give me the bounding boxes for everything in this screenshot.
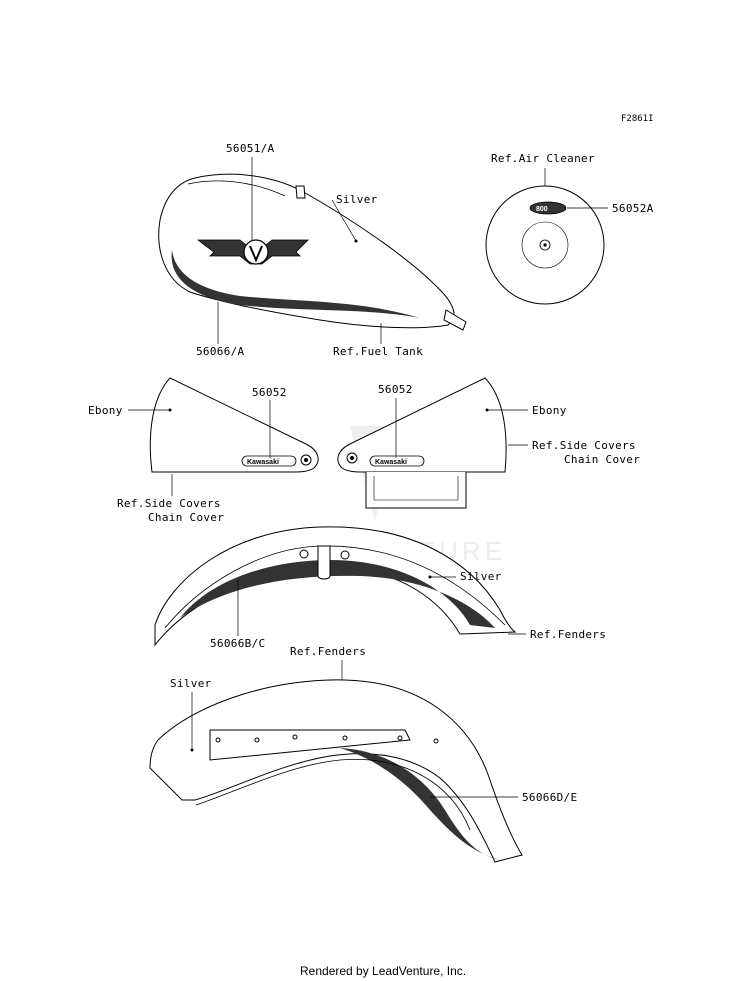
left-side-cover-drawing: Kawasaki bbox=[149, 377, 319, 473]
air-cleaner-ref-label: Ref.Air Cleaner bbox=[491, 152, 595, 165]
right-cover-emblem: Kawasaki bbox=[375, 459, 407, 466]
air-cleaner-drawing: 800 bbox=[485, 185, 605, 305]
right-side-cover-drawing: Kawasaki bbox=[337, 377, 507, 509]
front-fender-ref-label: Ref.Fenders bbox=[530, 628, 606, 641]
left-cover-ref-line2: Chain Cover bbox=[148, 511, 224, 524]
tank-ref-label: Ref.Fuel Tank bbox=[333, 345, 423, 358]
tank-color-label: Silver bbox=[336, 193, 378, 206]
tank-emblem-part-label: 56051/A bbox=[226, 142, 275, 155]
rear-fender-color-label: Silver bbox=[170, 677, 212, 690]
right-cover-color-label: Ebony bbox=[532, 404, 567, 417]
right-cover-ref-line1: Ref.Side Covers bbox=[532, 439, 636, 452]
air-cleaner-part-label: 56052A bbox=[612, 202, 654, 215]
rear-fender-drawing bbox=[149, 679, 523, 863]
front-fender-drawing bbox=[154, 526, 517, 647]
rear-fender-ref-label: Ref.Fenders bbox=[290, 645, 366, 658]
figure-id: F2861I bbox=[621, 114, 654, 124]
front-fender-color-label: Silver bbox=[460, 570, 502, 583]
front-fender-part-label: 56066B/C bbox=[210, 637, 265, 650]
left-cover-ref-line1: Ref.Side Covers bbox=[117, 497, 221, 510]
tank-stripe-part-label: 56066/A bbox=[196, 345, 245, 358]
tank-color-leader bbox=[331, 199, 357, 242]
footer-credit: Rendered by LeadVenture, Inc. bbox=[300, 964, 466, 978]
rear-fender-part-label: 56066D/E bbox=[522, 791, 577, 804]
air-cleaner-badge: 800 bbox=[536, 206, 548, 213]
fuel-tank-drawing bbox=[158, 173, 467, 331]
right-cover-part-label: 56052 bbox=[378, 383, 413, 396]
left-cover-color-label: Ebony bbox=[88, 404, 123, 417]
right-cover-ref-line2: Chain Cover bbox=[564, 453, 640, 466]
left-cover-emblem: Kawasaki bbox=[247, 459, 279, 466]
left-cover-part-label: 56052 bbox=[252, 386, 287, 399]
